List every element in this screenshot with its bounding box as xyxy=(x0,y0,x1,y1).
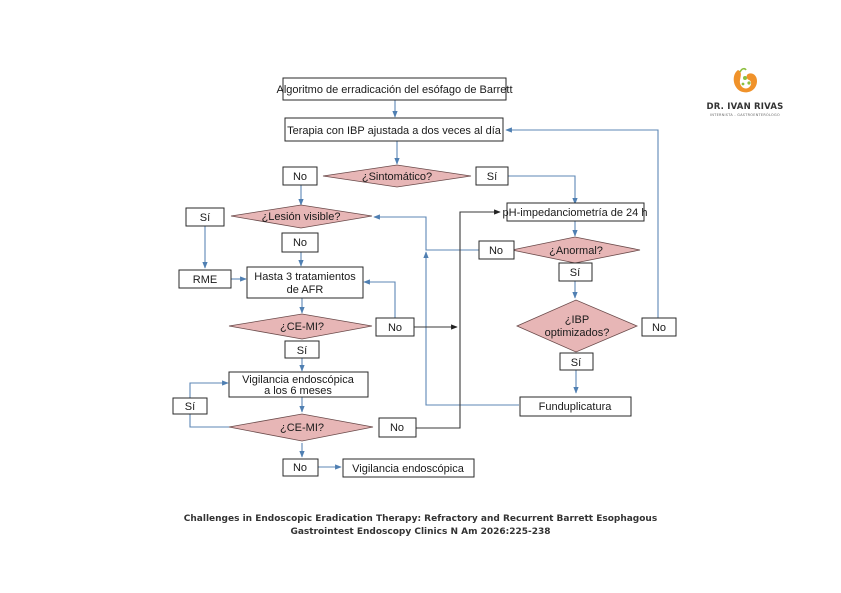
cemi2-no-down-box xyxy=(282,458,319,477)
surveillance6-label-line2: a los 6 meses xyxy=(264,385,332,397)
connector-fundoplication-up xyxy=(423,251,519,406)
connector-ibp-no-to-therapy xyxy=(505,127,659,318)
rme-label: RME xyxy=(193,274,217,286)
surveillance6-box xyxy=(228,371,369,398)
cemi1-label: ¿CE-MI? xyxy=(280,321,324,333)
surveillance-label: Vigilancia endoscópica xyxy=(352,463,465,475)
abnormal-yes-label: Sí xyxy=(570,267,580,279)
abnormal-diamond xyxy=(511,236,641,264)
cemi2-no-down-label: No xyxy=(293,462,307,474)
fundoplication-box xyxy=(519,396,632,417)
ibp-no-label: No xyxy=(652,322,666,334)
ph-label: pH-impedanciometría de 24 h xyxy=(503,207,648,219)
caption-title: Challenges in Endoscopic Eradication The… xyxy=(183,514,658,524)
visible-lesion-label: ¿Lesión visible? xyxy=(262,211,341,223)
connector-symptomatic-yes-to-ph xyxy=(508,175,578,205)
symptomatic-label: ¿Sintomático? xyxy=(362,171,432,183)
therapy-label: Terapia con IBP ajustada a dos veces al … xyxy=(287,125,502,137)
abnormal-no-box xyxy=(478,240,515,260)
ph-box xyxy=(506,202,645,222)
rme-box xyxy=(178,269,232,289)
ibp-optimized-label-line1: ¿IBP xyxy=(565,314,589,326)
afr-label-line1: Hasta 3 tratamientos xyxy=(254,271,356,283)
cemi1-no-box xyxy=(375,317,415,337)
symptomatic-yes-box xyxy=(475,166,509,186)
visible-lesion-no-box xyxy=(281,232,319,253)
visible-lesion-no-label: No xyxy=(293,237,307,249)
cemi2-yes-box xyxy=(172,397,208,415)
abnormal-no-label: No xyxy=(489,245,503,257)
cemi1-no-label: No xyxy=(388,322,402,334)
clinic-logo: DR. IVAN RIVAS INTERNISTA - GASTROENTERÓ… xyxy=(700,66,790,117)
cemi2-diamond xyxy=(228,413,374,442)
abnormal-label: ¿Anormal? xyxy=(549,245,603,257)
connectors xyxy=(189,100,659,470)
cemi1-yes-label: Sí xyxy=(297,345,307,357)
cemi2-yes-label: Sí xyxy=(185,401,195,413)
visible-lesion-yes-box xyxy=(185,207,225,227)
connector-cemi2-no-to-ph xyxy=(416,209,501,429)
caption-source: Gastrointest Endoscopy Clinics N Am 2026… xyxy=(290,527,551,537)
stomach-logo-icon xyxy=(733,67,757,93)
visible-lesion-diamond xyxy=(230,204,373,229)
logo-subtitle: INTERNISTA - GASTROENTERÓLOGO xyxy=(710,113,780,117)
symptomatic-yes-label: Sí xyxy=(487,171,497,183)
cemi1-yes-box xyxy=(284,340,320,359)
cemi1-diamond xyxy=(228,313,373,340)
fundoplication-label: Funduplicatura xyxy=(539,401,613,413)
ibp-no-box xyxy=(641,317,677,337)
cemi2-label: ¿CE-MI? xyxy=(280,422,324,434)
cemi2-no-right-label: No xyxy=(390,422,404,434)
connector-abnormal-no-to-lesion xyxy=(373,214,479,251)
cemi2-no-right-box xyxy=(378,417,417,438)
connector-cemi1-no-to-afr xyxy=(363,279,396,318)
visible-lesion-yes-label: Sí xyxy=(200,212,210,224)
ibp-optimized-diamond xyxy=(516,299,639,353)
therapy-box xyxy=(284,117,504,142)
afr-label-line2: de AFR xyxy=(287,284,324,296)
abnormal-yes-box xyxy=(558,262,593,282)
title-box xyxy=(282,77,507,101)
ibp-yes-label: Sí xyxy=(571,357,581,369)
symptomatic-diamond xyxy=(322,164,472,188)
surveillance6-label-line1: Vigilancia endoscópica xyxy=(242,374,355,386)
symptomatic-no-box xyxy=(282,166,318,186)
ibp-yes-box xyxy=(559,352,594,371)
surveillance-box xyxy=(342,458,475,478)
afr-box xyxy=(246,266,364,299)
ibp-optimized-label-line2: optimizados? xyxy=(545,327,610,339)
title-label: Algoritmo de erradicación del esófago de… xyxy=(276,84,512,96)
logo-name: DR. IVAN RIVAS xyxy=(706,102,784,112)
symptomatic-no-label: No xyxy=(293,171,307,183)
